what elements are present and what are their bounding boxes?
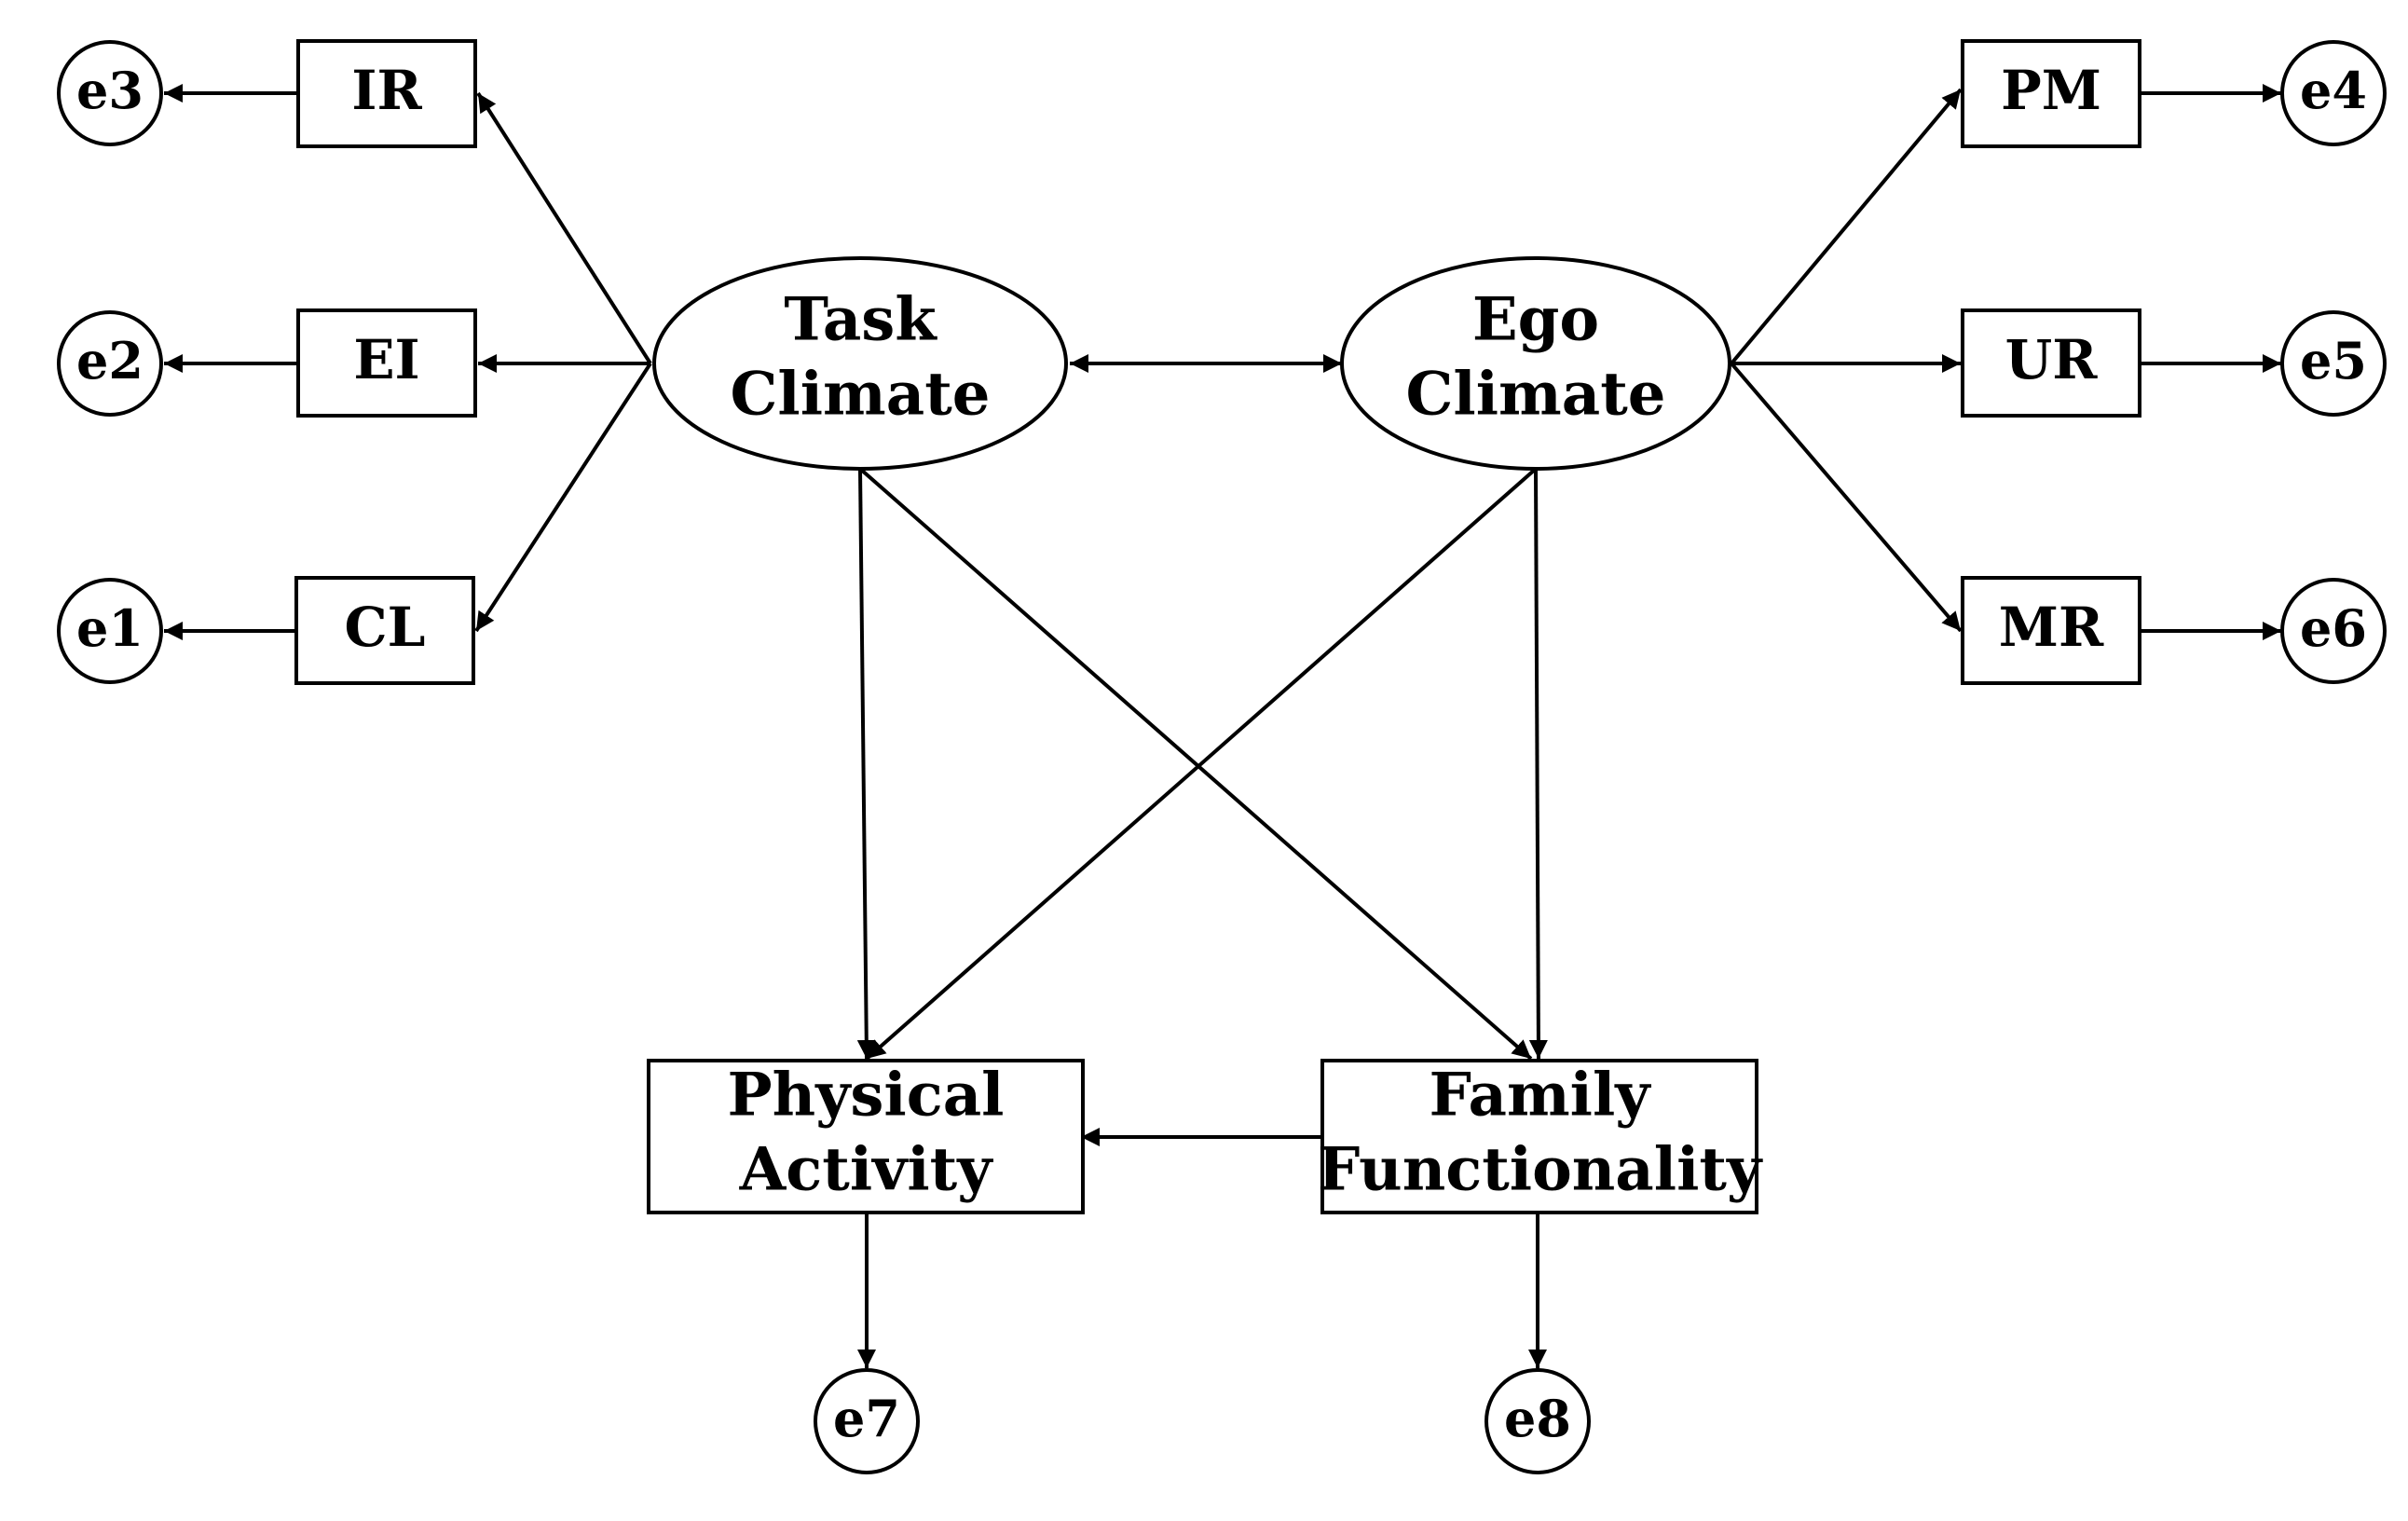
- task-climate-label-line2: Climate: [730, 360, 990, 430]
- outcome-physical-activity: Physical Activity: [647, 1059, 1085, 1214]
- indicator-ei: EI: [296, 308, 477, 418]
- error-e7: e7: [814, 1368, 920, 1474]
- error-e5-label: e5: [2300, 331, 2367, 391]
- indicator-ur-label: UR: [2005, 328, 2099, 391]
- error-e8: e8: [1484, 1368, 1591, 1474]
- indicator-mr: MR: [1961, 576, 2141, 685]
- latent-ego-climate: Ego Climate: [1340, 256, 1731, 471]
- edge-ego-to-family: [1528, 468, 1548, 1060]
- edge-ego-to-mr: [1730, 362, 1963, 633]
- indicator-cl: CL: [294, 576, 475, 685]
- edge-task-to-ir: [476, 91, 652, 365]
- ego-climate-label-line2: Climate: [1405, 360, 1665, 430]
- error-e4: e4: [2280, 40, 2387, 146]
- error-e4-label: e4: [2300, 61, 2367, 120]
- error-e6-label: e6: [2300, 598, 2367, 658]
- edge-ego-to-physical: [865, 467, 1538, 1061]
- edge-task-to-cl: [474, 362, 652, 633]
- indicator-ir-label: IR: [351, 59, 422, 122]
- indicator-ir: IR: [296, 39, 477, 148]
- task-climate-label-line1: Task: [784, 285, 937, 355]
- physical-activity-label-line2: Activity: [739, 1135, 994, 1205]
- edge-task-to-physical: [856, 468, 876, 1060]
- edge-task-to-family: [858, 467, 1533, 1061]
- indicator-ei-label: EI: [353, 328, 419, 391]
- error-e1: e1: [57, 578, 163, 684]
- indicator-pm: PM: [1961, 39, 2141, 148]
- edge-ego-to-pm: [1730, 88, 1963, 365]
- error-e6: e6: [2280, 578, 2387, 684]
- error-e7-label: e7: [833, 1389, 900, 1448]
- indicator-cl-label: CL: [345, 596, 426, 659]
- error-e2: e2: [57, 310, 163, 417]
- family-functionality-label-line2: Functionality: [1318, 1135, 1763, 1205]
- indicator-ur: UR: [1961, 308, 2141, 418]
- outcome-family-functionality: Family Functionality: [1318, 1059, 1763, 1214]
- family-functionality-label-line1: Family: [1430, 1061, 1652, 1130]
- error-e1-label: e1: [76, 598, 144, 658]
- indicator-pm-label: PM: [2001, 59, 2101, 122]
- error-e8-label: e8: [1504, 1389, 1571, 1448]
- physical-activity-label-line1: Physical: [728, 1061, 1005, 1130]
- error-e3-label: e3: [76, 61, 144, 120]
- error-e5: e5: [2280, 310, 2387, 417]
- error-e2-label: e2: [76, 331, 144, 391]
- indicator-mr-label: MR: [1999, 596, 2104, 659]
- edges: [164, 84, 2281, 1368]
- latent-task-climate: Task Climate: [652, 256, 1068, 471]
- error-e3: e3: [57, 40, 163, 146]
- ego-climate-label-line1: Ego: [1472, 285, 1599, 355]
